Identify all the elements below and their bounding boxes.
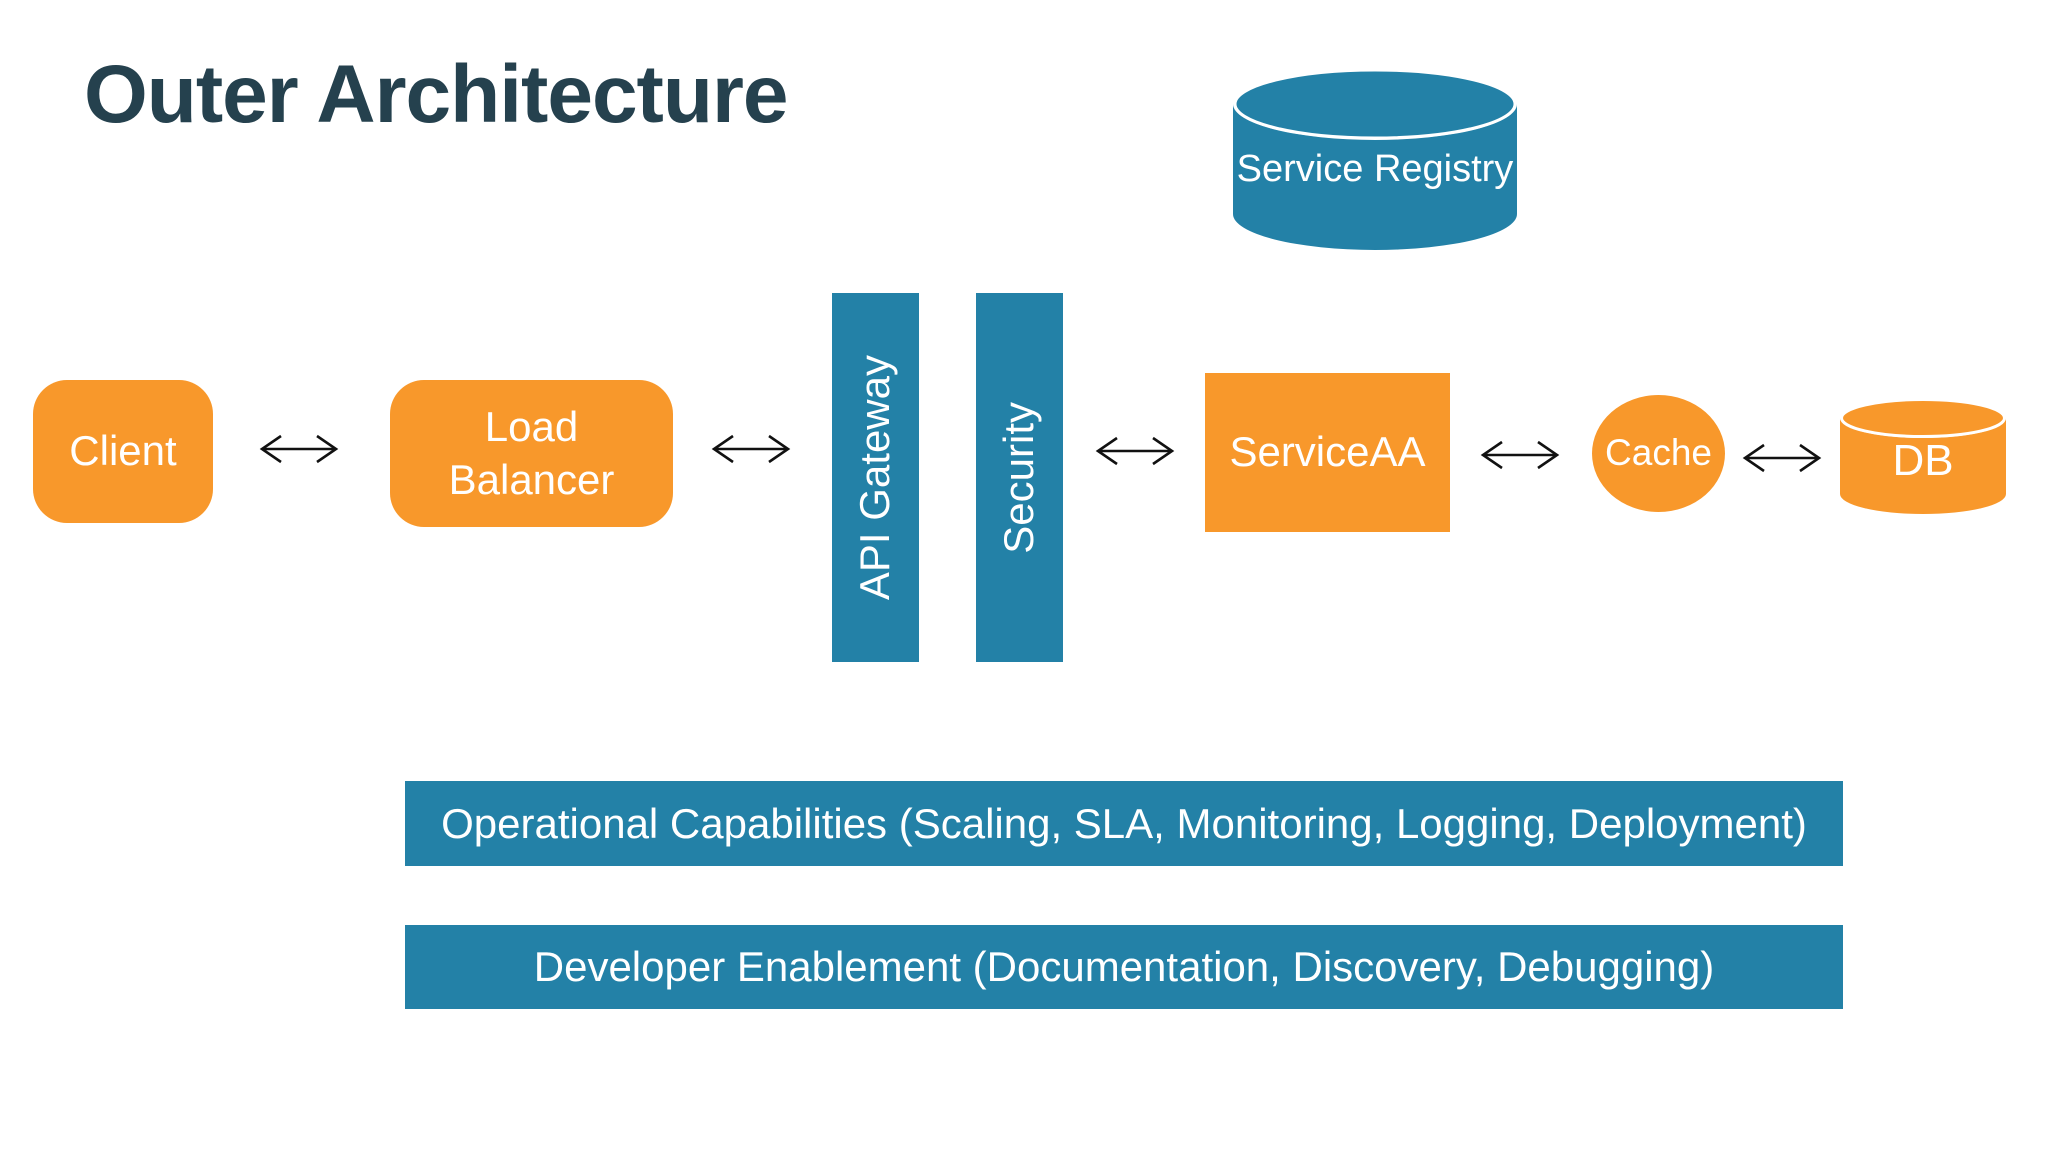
- node-label: Load Balancer: [448, 403, 615, 503]
- double-arrow-icon: [1737, 440, 1827, 476]
- node-api-gateway: API Gateway: [832, 293, 919, 662]
- band-operational-capabilities: Operational Capabilities (Scaling, SLA, …: [405, 781, 1843, 866]
- double-arrow-icon: [254, 431, 344, 467]
- node-label: Cache: [1605, 432, 1712, 474]
- page-title: Outer Architecture: [84, 49, 788, 140]
- double-arrow-icon: [1475, 437, 1565, 473]
- cylinder-shape-icon: [1840, 398, 2006, 514]
- node-label: Security: [995, 401, 1043, 554]
- node-label: Service Registry: [1236, 148, 1514, 191]
- band-label: Developer Enablement (Documentation, Dis…: [533, 943, 1715, 990]
- node-cache: Cache: [1592, 395, 1725, 512]
- node-label: API Gateway: [851, 354, 899, 601]
- node-db: DB: [1840, 398, 2006, 514]
- band-label: Operational Capabilities (Scaling, SLA, …: [441, 799, 1807, 847]
- node-label: ServiceAA: [1229, 428, 1426, 476]
- node-security: Security: [976, 293, 1063, 662]
- double-arrow-icon: [1090, 433, 1180, 469]
- node-label: DB: [1892, 436, 1954, 486]
- cylinder-shape-icon: [1233, 68, 1517, 250]
- node-load-balancer: Load Balancer: [390, 380, 673, 527]
- node-service-aa: ServiceAA: [1205, 373, 1450, 532]
- double-arrow-icon: [706, 431, 796, 467]
- node-service-registry: Service Registry: [1233, 68, 1517, 250]
- band-developer-enablement: Developer Enablement (Documentation, Dis…: [405, 925, 1843, 1009]
- node-client: Client: [33, 380, 213, 523]
- node-label: Client: [69, 427, 177, 475]
